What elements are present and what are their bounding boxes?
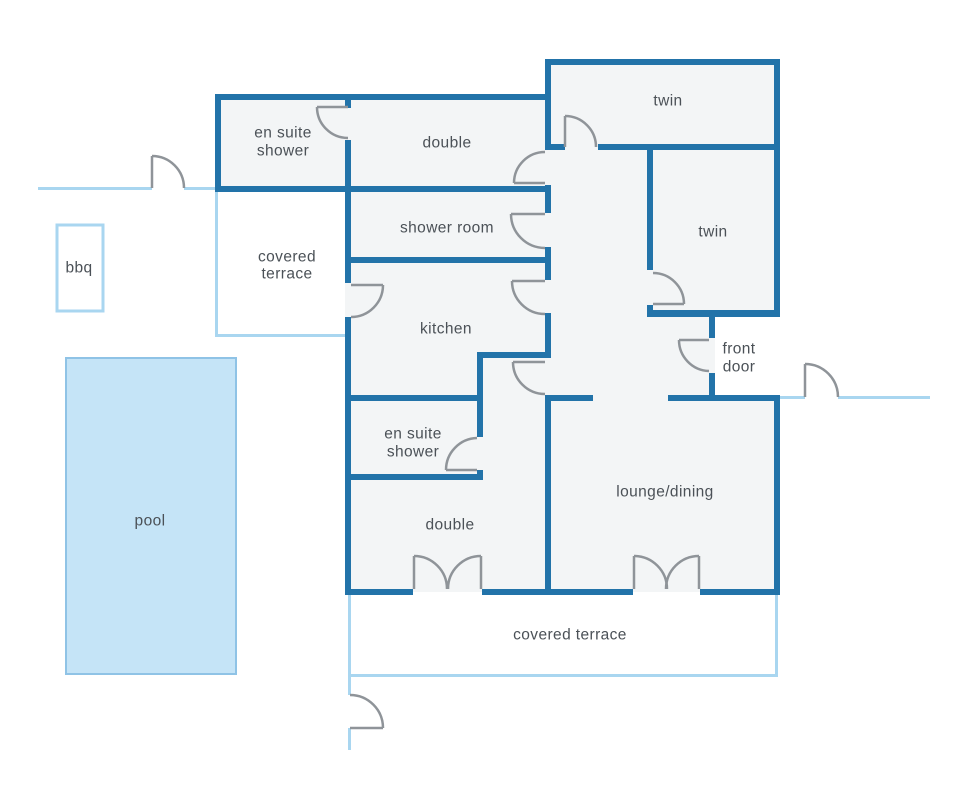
room-label-covered-terrace-top: terrace [261, 266, 312, 283]
room-label-ensuite-bottom: shower [387, 444, 439, 461]
room-label-double-bottom: double [426, 517, 475, 534]
room-label-ensuite-top: shower [257, 143, 309, 160]
wall-segment [545, 59, 551, 150]
room-label-twin-top: twin [653, 93, 682, 110]
wall-segment [668, 395, 780, 401]
wall-segment [647, 310, 780, 317]
door-gap-fill [709, 338, 715, 373]
room-fill [650, 147, 777, 314]
wall-segment [700, 589, 780, 595]
room-label-ensuite-bottom: en suite [384, 426, 442, 443]
door-arc [510, 280, 546, 316]
french-door-arc [446, 554, 482, 590]
terrace-outlines [215, 192, 778, 677]
wall-segment [345, 140, 351, 283]
wall-segment [545, 313, 551, 358]
label-front-door: front [722, 341, 755, 358]
wall-segment [345, 257, 551, 263]
door-arc [444, 436, 478, 471]
room-fill [218, 100, 548, 188]
wall-segment [545, 247, 551, 280]
wall-segment [545, 395, 551, 595]
wall-segment [345, 317, 351, 595]
room-label-twin-right: twin [698, 224, 727, 241]
room-label-kitchen: kitchen [420, 321, 472, 338]
pool-area [65, 357, 237, 675]
door-arc [564, 114, 598, 148]
room-label-ensuite-top: en suite [254, 125, 312, 142]
wall-segment [709, 373, 715, 401]
door-gap-fill [345, 283, 351, 317]
door-arc [511, 361, 546, 396]
door-arc [315, 106, 349, 140]
label-bbq: bbq [65, 260, 92, 277]
door-arc [350, 284, 385, 319]
room-label-lounge-dining: lounge/dining [616, 484, 713, 501]
wall-segment [647, 305, 653, 317]
wall-segment [551, 144, 565, 150]
terrace-top-outline [215, 334, 351, 337]
wall-segment [482, 589, 633, 595]
wall-segment [598, 144, 780, 150]
wall-segment [345, 100, 351, 108]
walls [215, 59, 780, 595]
wall-segment [345, 589, 413, 595]
room-label-covered-terrace-top: covered [258, 249, 316, 266]
wall-segment [774, 395, 780, 595]
wall-segment [215, 94, 221, 192]
property-lines [38, 187, 930, 750]
room-fill [548, 398, 777, 592]
gate-arc [349, 693, 385, 729]
door-arc [512, 150, 546, 184]
terrace-bottom-outline [348, 595, 351, 677]
wall-segment [551, 395, 593, 401]
boundary-line-bottom [348, 728, 351, 750]
room-fill [548, 65, 777, 147]
room-fills [218, 65, 777, 592]
wall-segment [545, 185, 551, 213]
wall-segment [345, 395, 483, 401]
gate-arc [804, 362, 840, 398]
wall-segment [545, 59, 780, 65]
french-door-arc [664, 554, 700, 590]
boundary-line-left [184, 187, 217, 190]
gate-arc [151, 154, 186, 189]
boundary-line-right [780, 396, 805, 399]
wall-segment [709, 317, 715, 338]
room-label-shower-room: shower room [400, 220, 494, 237]
boundary-line-left [38, 187, 152, 190]
room-fill [548, 314, 712, 401]
wall-segment [477, 352, 551, 358]
wall-segment [345, 474, 483, 480]
wall-segment [647, 144, 653, 270]
wall-segment [477, 470, 483, 480]
french-door-arc [413, 554, 449, 590]
room-label-covered-terrace-bottom: covered terrace [513, 627, 627, 644]
label-pool: pool [135, 513, 166, 530]
wall-segment [477, 352, 483, 437]
front-door-arc [677, 339, 710, 373]
doors [150, 105, 840, 730]
boundary-line-bottom [348, 677, 351, 695]
room-fill [348, 398, 548, 592]
terrace-bottom-outline [775, 595, 778, 677]
terrace-top-outline [215, 192, 218, 337]
boundary-line-right [838, 396, 930, 399]
room-fill [548, 147, 650, 314]
wall-segment [774, 59, 780, 317]
wall-segment [215, 94, 551, 100]
terrace-bottom-outline [348, 674, 778, 677]
door-arc [509, 213, 546, 250]
wall-segment [215, 186, 551, 192]
label-front-door: door [723, 359, 756, 376]
bbq-area [55, 223, 105, 313]
door-arc [652, 271, 686, 305]
room-labels: en suite shower double twin twin shower … [65, 93, 755, 644]
room-label-double-top: double [423, 135, 472, 152]
